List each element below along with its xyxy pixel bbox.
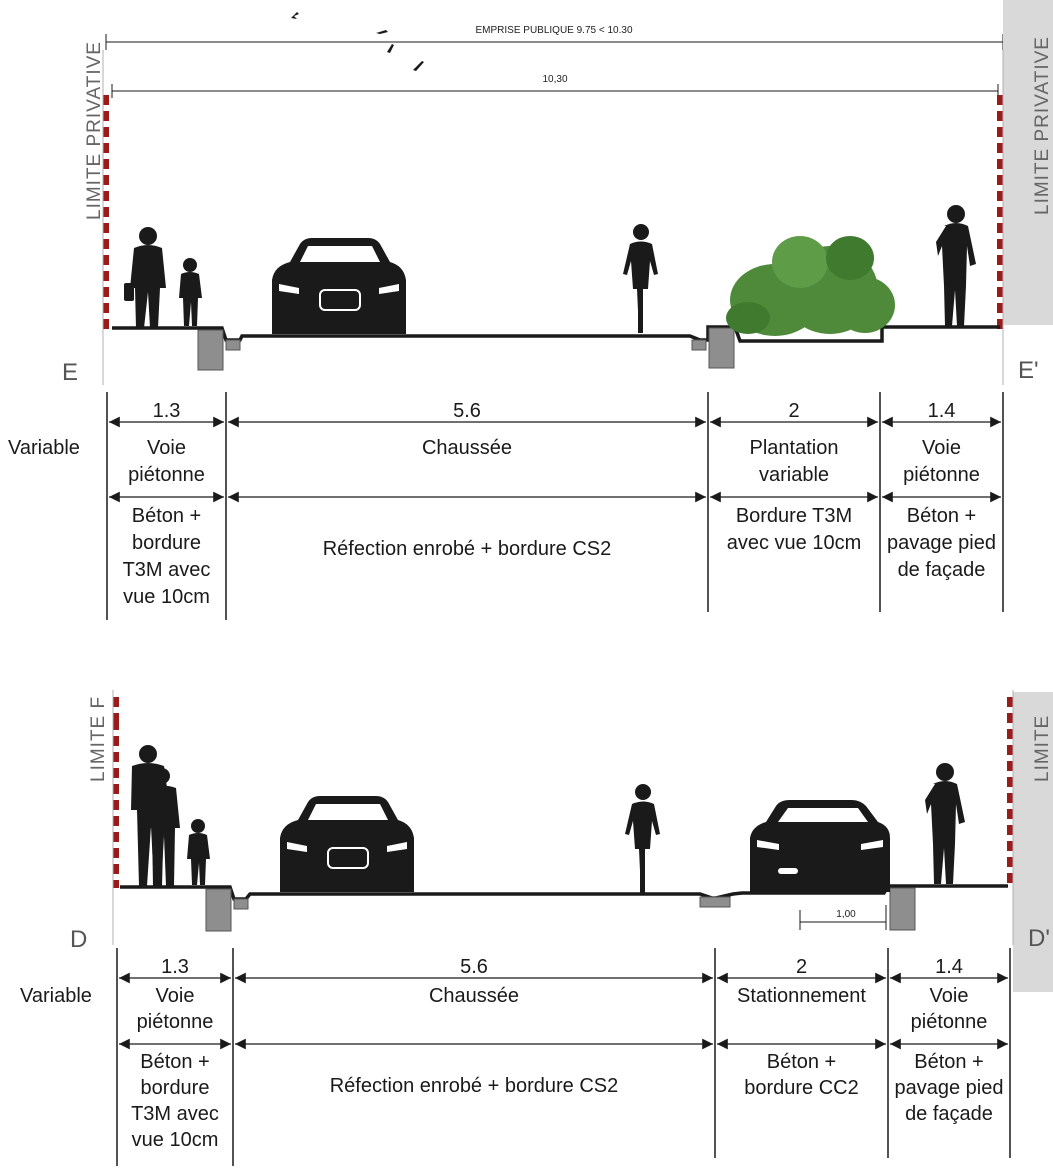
zone-material: Béton +: [907, 505, 977, 527]
zone-material: avec vue 10cm: [727, 532, 862, 554]
zone-material: Béton +: [767, 1051, 837, 1073]
width-value: 1.3: [153, 400, 181, 422]
birds-icon: [291, 12, 424, 71]
private-zone-right-e: [1003, 0, 1053, 325]
zone-name: Plantation: [750, 437, 839, 459]
section-start-d: D: [70, 926, 87, 953]
width-value: 5.6: [460, 956, 488, 978]
zone-name: Voie: [147, 437, 186, 459]
variable-label-e: Variable: [8, 437, 80, 459]
width-value: 1.4: [935, 956, 963, 978]
parking-dim-label: 1,00: [836, 909, 856, 920]
pedestrian-group-icon: [131, 745, 210, 886]
zone-material: Béton +: [132, 505, 202, 527]
zone-material: T3M avec: [131, 1103, 219, 1125]
width-value: 1.4: [928, 400, 956, 422]
zone-name: piétonne: [911, 1011, 988, 1033]
gutter-left-d: [233, 898, 249, 910]
zone-material: Réfection enrobé + bordure CS2: [323, 538, 612, 560]
zone-name: variable: [759, 464, 829, 486]
section-end-e: E': [1018, 357, 1039, 384]
zone-name: Voie: [930, 985, 969, 1007]
zone-material: bordure: [132, 532, 201, 554]
parked-car-icon: [750, 800, 890, 892]
zone-name: Voie: [156, 985, 195, 1007]
curb-right-e: [708, 327, 735, 369]
width-value: 5.6: [453, 400, 481, 422]
gutter-right-d: [699, 896, 731, 908]
shrub-plantation-icon: [726, 236, 895, 336]
cyclist-icon: [625, 784, 660, 893]
limite-privative-left-e: LIMITE PRIVATIVE: [84, 41, 105, 220]
limite-privative-right-e: LIMITE PRIVATIVE: [1032, 36, 1053, 215]
car-icon: [280, 796, 414, 892]
width-value: 2: [796, 956, 807, 978]
section-start-e: E: [62, 359, 78, 386]
curb-left-d: [205, 888, 232, 932]
zone-material: pavage pied: [895, 1077, 1004, 1099]
total-width-label: 10,30: [542, 74, 567, 85]
zone-material: de façade: [898, 559, 986, 581]
limite-right-d: LIMITE: [1032, 715, 1053, 782]
private-zone-right-d: [1013, 692, 1053, 992]
zone-name: piétonne: [903, 464, 980, 486]
zone-name: Chaussée: [429, 985, 519, 1007]
section-end-d: D': [1028, 925, 1050, 952]
parking-dimension: 1,00: [799, 905, 887, 930]
variable-label-d: Variable: [20, 985, 92, 1007]
zone-name: piétonne: [137, 1011, 214, 1033]
gutter-left-e: [225, 339, 241, 351]
zone-material: bordure: [141, 1077, 210, 1099]
emprise-dimension: EMPRISE PUBLIQUE 9.75 < 10.30: [105, 25, 1004, 50]
zone-material: de façade: [905, 1103, 993, 1125]
curb-left-e: [197, 329, 224, 371]
car-icon: [272, 238, 406, 334]
zone-material: Réfection enrobé + bordure CS2: [330, 1075, 619, 1097]
zone-material: vue 10cm: [132, 1129, 219, 1151]
zone-material: pavage pied: [887, 532, 996, 554]
standing-man-icon: [925, 763, 965, 884]
emprise-label: EMPRISE PUBLIQUE 9.75 < 10.30: [475, 25, 632, 36]
standing-man-icon: [936, 205, 976, 326]
pedestrian-adult-child-icon: [124, 227, 202, 328]
total-width-dimension: 10,30: [111, 74, 999, 98]
limite-left-d: LIMITE F: [88, 696, 109, 782]
width-value: 1.3: [161, 956, 189, 978]
zone-material: Béton +: [140, 1051, 210, 1073]
zone-name: Stationnement: [737, 985, 866, 1007]
zone-material: T3M avec: [123, 559, 211, 581]
zone-material: Béton +: [914, 1051, 984, 1073]
zone-name: Chaussée: [422, 437, 512, 459]
zone-material: Bordure T3M: [736, 505, 852, 527]
zone-material: vue 10cm: [123, 586, 210, 608]
width-value: 2: [788, 400, 799, 422]
gutter-right-e: [691, 339, 707, 351]
zone-name: piétonne: [128, 464, 205, 486]
cyclist-icon: [623, 224, 658, 333]
curb-right-d: [889, 887, 916, 931]
zone-name: Voie: [922, 437, 961, 459]
zone-material: bordure CC2: [744, 1077, 859, 1099]
